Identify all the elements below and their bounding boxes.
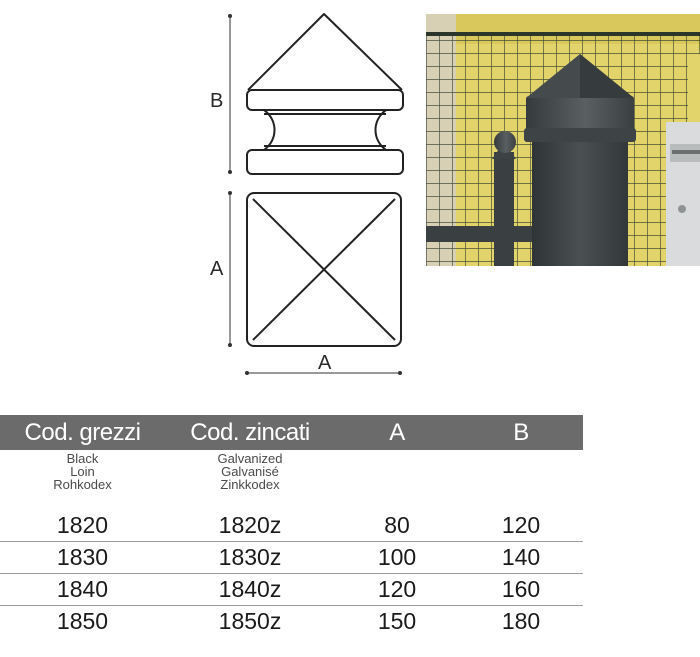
label-a-side: A <box>210 258 224 280</box>
cell-grezzi: 1820 <box>0 510 165 542</box>
dimension-dot <box>398 371 402 375</box>
cell-grezzi: 1840 <box>0 573 165 606</box>
dimension-dot <box>228 343 232 347</box>
cell-zincati: 1830z <box>165 541 335 574</box>
table-row: 1820 1820z 80 120 <box>0 510 583 542</box>
cap-base-band <box>246 149 404 175</box>
dimension-dot <box>228 191 232 195</box>
cell-zincati: 1840z <box>165 573 335 606</box>
cap-plan <box>246 192 402 347</box>
cell-zincati: 1850z <box>218 608 282 634</box>
cell-b: 160 <box>459 573 583 606</box>
cap-neck-right <box>374 109 387 151</box>
subheader-text: Galvanized <box>217 451 283 466</box>
spec-table: Cod. grezzi Cod. zincati A B Black Loin … <box>0 415 583 637</box>
header-b: B <box>459 415 583 450</box>
cell-b: 180 <box>501 608 541 634</box>
header-a: A <box>335 415 459 450</box>
cell-zincati: 1820z <box>165 510 335 542</box>
label-a-bottom: A <box>318 352 332 374</box>
dimension-dot <box>245 371 249 375</box>
header-cod-grezzi: Cod. grezzi <box>0 415 165 450</box>
table-header-row: Cod. grezzi Cod. zincati A B <box>0 415 583 450</box>
table-subheader-row: Black Loin Rohkodex Galvanized Galvanisé… <box>0 450 583 510</box>
subheader-grezzi: Black Loin Rohkodex <box>0 450 165 510</box>
post-cap-photo-icon <box>426 14 700 266</box>
table-row: 1830 1830z 100 140 <box>0 541 583 574</box>
label-b: B <box>210 90 223 112</box>
plan-square <box>246 192 402 347</box>
technical-drawing: B A A <box>210 13 404 375</box>
cap-neck-left <box>263 109 276 151</box>
cap-pyramid <box>247 13 403 91</box>
header-cod-zincati: Cod. zincati <box>165 415 335 450</box>
table-row: 1840 1840z 120 160 <box>0 573 583 606</box>
subheader-text: Zinkkodex <box>220 477 280 492</box>
subheader-text: Rohkodex <box>53 477 112 492</box>
dimension-dot <box>228 14 232 18</box>
cell-a: 150 <box>377 608 417 634</box>
subheader-text: Loin <box>70 464 95 479</box>
cell-b: 120 <box>459 510 583 542</box>
table-row: 1850 1850z 150 180 <box>0 606 583 638</box>
subheader-zincati: Galvanized Galvanisé Zinkkodex <box>165 450 335 510</box>
dimension-dot <box>228 170 232 174</box>
cell-grezzi: 1830 <box>0 541 165 574</box>
product-photo <box>426 14 700 266</box>
cap-elevation <box>246 13 404 175</box>
cell-b: 140 <box>459 541 583 574</box>
cell-a: 120 <box>335 573 459 606</box>
cell-a: 100 <box>335 541 459 574</box>
subheader-text: Black <box>66 451 99 466</box>
cell-grezzi: 1850 <box>56 608 109 634</box>
cell-a: 80 <box>335 510 459 542</box>
subheader-text: Galvanisé <box>221 464 279 479</box>
cap-upper-band <box>246 89 404 111</box>
